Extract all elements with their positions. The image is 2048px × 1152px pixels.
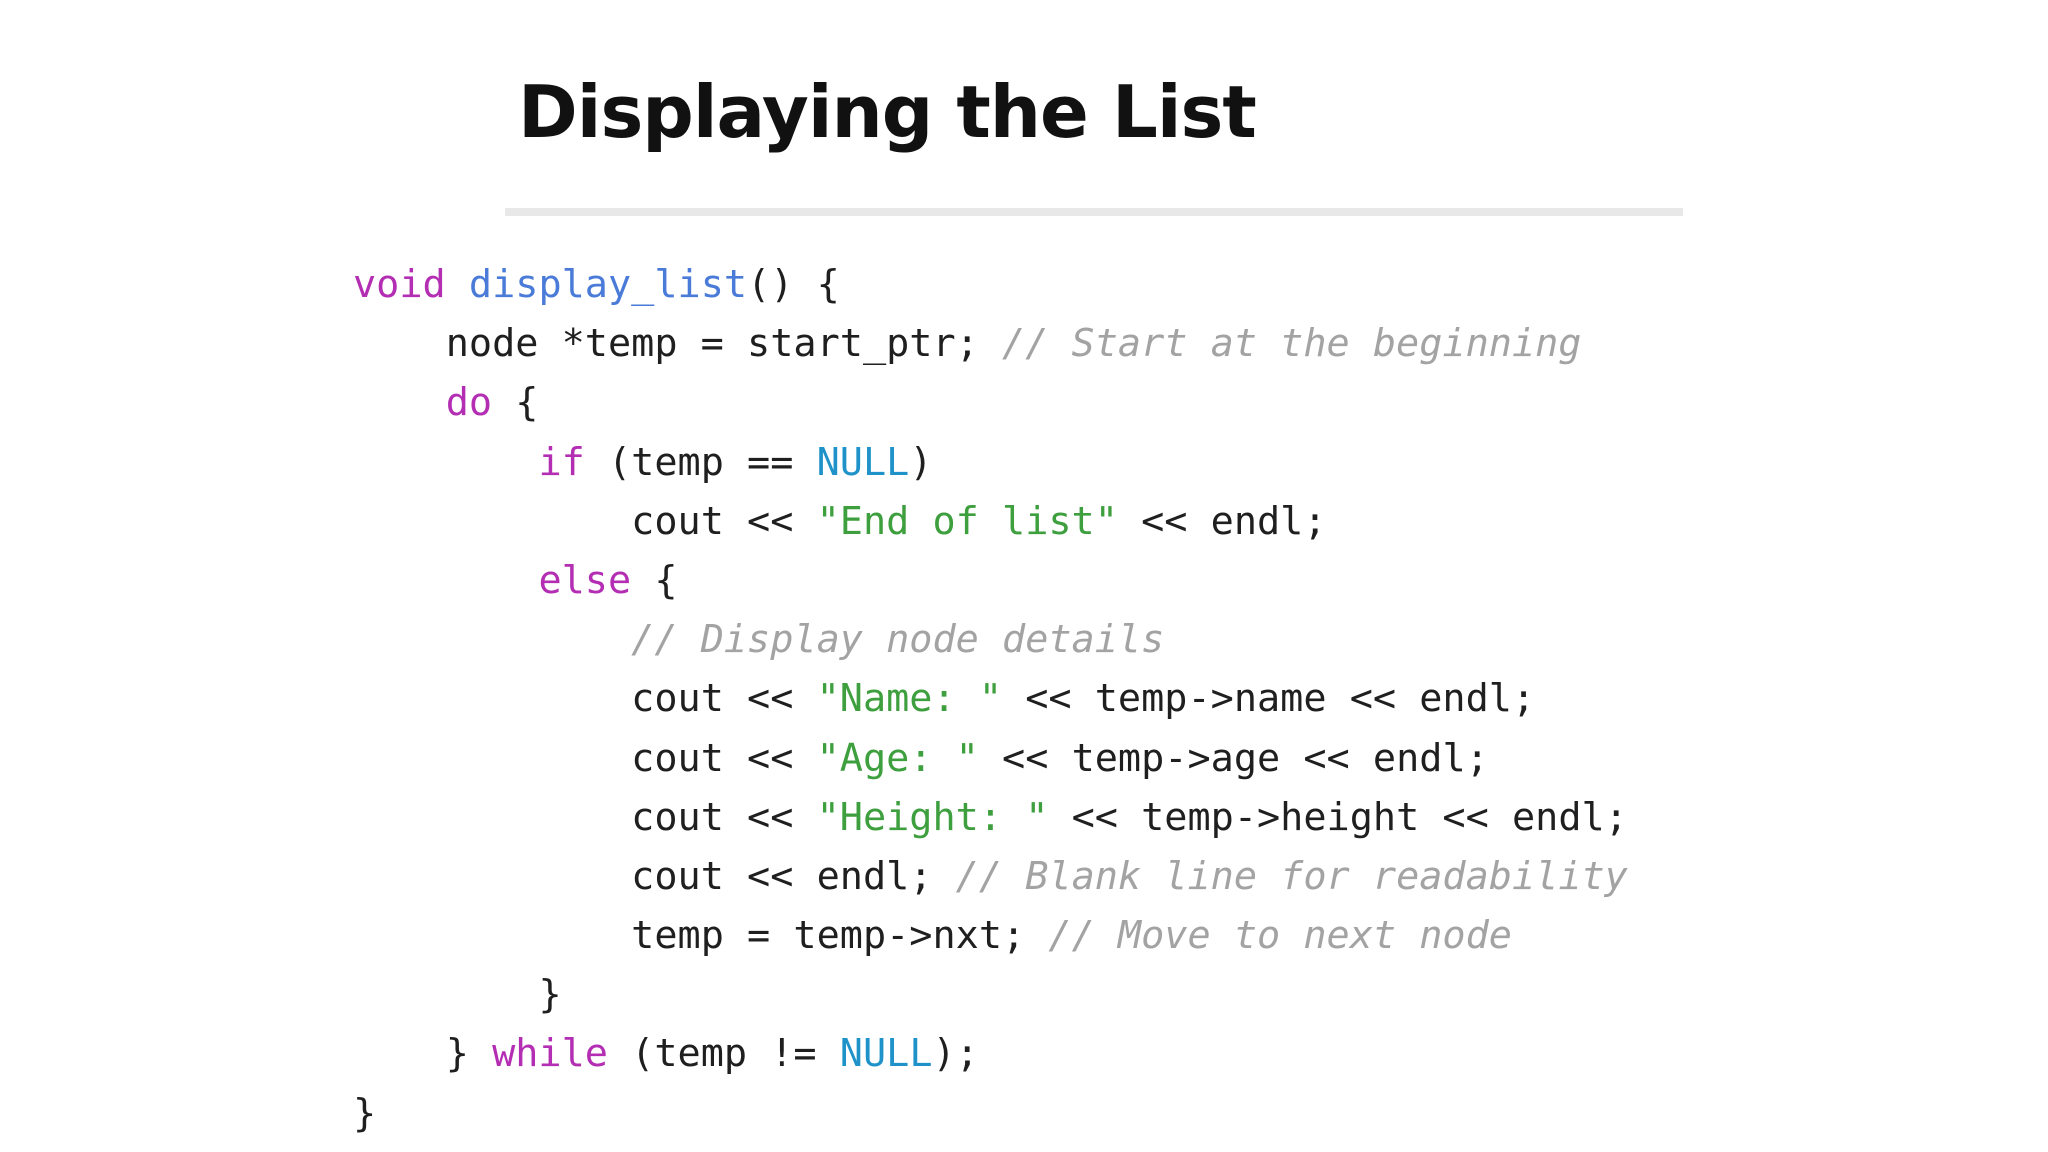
code-text: { bbox=[492, 380, 539, 426]
code-text: ) bbox=[909, 439, 933, 485]
code-indent bbox=[353, 440, 538, 485]
code-line: cout << "Age: " << temp->age << endl; bbox=[353, 729, 1628, 788]
code-text: () { bbox=[747, 262, 840, 307]
code-text: cout << endl; bbox=[631, 853, 956, 899]
code-indent bbox=[353, 617, 631, 662]
code-indent bbox=[353, 854, 631, 899]
code-text: cout << bbox=[631, 498, 817, 544]
code-line: node *temp = start_ptr; // Start at the … bbox=[353, 314, 1628, 373]
code-line: cout << "Height: " << temp->height << en… bbox=[353, 788, 1628, 847]
code-line: } bbox=[353, 1084, 1628, 1143]
code-text: << temp->height << endl; bbox=[1048, 794, 1628, 840]
code-line: // Display node details bbox=[353, 610, 1628, 669]
code-text: node *temp = start_ptr; bbox=[445, 321, 1003, 367]
code-comment: // Move to next node bbox=[1048, 913, 1512, 959]
code-comment: // Blank line for readability bbox=[955, 853, 1628, 899]
code-line: cout << "Name: " << temp->name << endl; bbox=[353, 669, 1628, 728]
code-string: "Name: " bbox=[816, 676, 1003, 722]
code-indent bbox=[353, 913, 631, 958]
code-text: << temp->age << endl; bbox=[978, 735, 1489, 781]
code-keyword: while bbox=[492, 1031, 608, 1077]
code-string: "End of list" bbox=[816, 498, 1118, 544]
code-text: } bbox=[538, 972, 562, 1018]
code-indent bbox=[353, 1031, 446, 1076]
code-indent bbox=[353, 676, 631, 721]
code-indent bbox=[353, 380, 446, 425]
code-text: << endl; bbox=[1117, 498, 1327, 544]
code-text: } bbox=[353, 1090, 377, 1136]
code-text: << temp->name << endl; bbox=[1002, 676, 1536, 722]
code-text: temp = temp->nxt; bbox=[631, 913, 1049, 959]
code-line: cout << endl; // Blank line for readabil… bbox=[353, 847, 1628, 906]
code-comment: // Start at the beginning bbox=[1002, 321, 1582, 367]
code-text: cout << bbox=[631, 794, 817, 840]
code-text: cout << bbox=[631, 735, 817, 781]
code-line: temp = temp->nxt; // Move to next node bbox=[353, 906, 1628, 965]
code-keyword: if bbox=[538, 439, 585, 485]
code-line: cout << "End of list" << endl; bbox=[353, 492, 1628, 551]
code-line: } while (temp != NULL); bbox=[353, 1024, 1628, 1083]
code-text: { bbox=[631, 557, 678, 603]
code-line: else { bbox=[353, 551, 1628, 610]
code-line: do { bbox=[353, 373, 1628, 432]
code-string: "Age: " bbox=[816, 735, 979, 781]
code-constant: NULL bbox=[839, 1031, 933, 1077]
code-line: } bbox=[353, 965, 1628, 1024]
code-indent bbox=[353, 499, 631, 544]
code-constant: NULL bbox=[816, 439, 910, 485]
code-function: display_list bbox=[468, 262, 748, 307]
code-text: cout << bbox=[631, 676, 817, 722]
code-block: void display_list() { node *temp = start… bbox=[353, 255, 1628, 1143]
code-keyword: else bbox=[538, 557, 632, 603]
code-indent bbox=[353, 972, 538, 1017]
code-text: (temp == bbox=[584, 439, 817, 485]
code-text: (temp != bbox=[607, 1031, 840, 1077]
code-indent bbox=[353, 558, 538, 603]
title-divider bbox=[505, 208, 1683, 216]
code-string: "Height: " bbox=[816, 794, 1049, 840]
code-indent bbox=[353, 736, 631, 781]
code-text: } bbox=[445, 1031, 493, 1077]
code-comment: // Display node details bbox=[631, 617, 1165, 663]
code-line: void display_list() { bbox=[353, 255, 1628, 314]
code-text bbox=[446, 262, 469, 307]
code-indent bbox=[353, 795, 631, 840]
code-keyword: void bbox=[353, 262, 446, 307]
code-text: ); bbox=[932, 1031, 979, 1077]
code-line: if (temp == NULL) bbox=[353, 433, 1628, 492]
code-keyword: do bbox=[445, 380, 493, 426]
code-indent bbox=[353, 321, 446, 366]
slide-title: Displaying the List bbox=[518, 70, 1257, 154]
